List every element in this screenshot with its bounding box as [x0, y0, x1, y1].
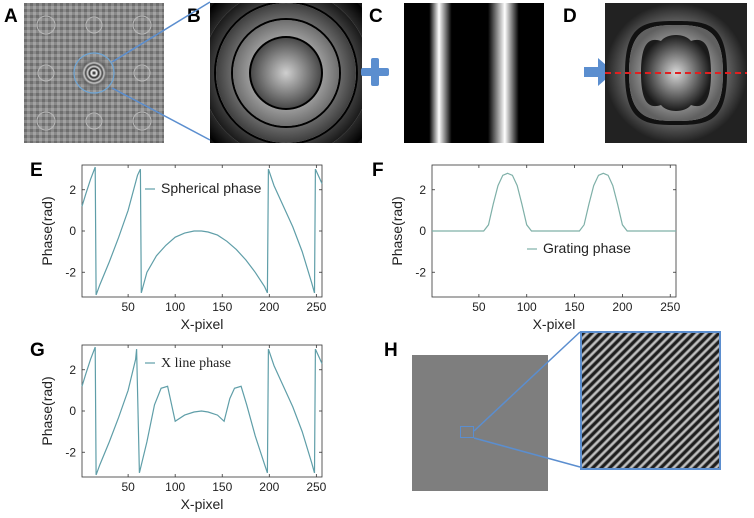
spherical-phase-image	[210, 3, 362, 143]
panel-label-c: C	[369, 6, 383, 27]
chart-g-x-axis-label: X-pixel	[181, 496, 224, 512]
hologram-graphic	[24, 3, 164, 143]
grating-image	[404, 3, 544, 143]
chart-e-x-tick-label: 200	[259, 300, 279, 314]
chart-e-x-tick-label: 50	[121, 300, 135, 314]
chart-g-legend-label: X line phase	[161, 356, 231, 371]
right-arrow-icon	[584, 58, 614, 86]
hologram-gray-image	[412, 355, 548, 491]
chart-e-y-tick-label: -2	[65, 265, 76, 279]
combined-phase-image	[605, 3, 747, 143]
chart-g-x-tick-label: 100	[165, 480, 185, 494]
chart-f-x-tick-label: 250	[660, 300, 680, 314]
chart-g-series-line	[81, 346, 323, 476]
chart-g-y-tick-label: 0	[69, 404, 76, 418]
panel-label-g: G	[30, 340, 45, 361]
chart-f-y-tick-label: 2	[419, 183, 426, 197]
chart-g-x-tick-label: 150	[212, 480, 232, 494]
chart-g-y-axis-label: Phase(rad)	[39, 376, 55, 445]
panel-label-f: F	[372, 160, 384, 181]
chart-g-y-tick-label: -2	[65, 445, 76, 459]
zoom-callout-lines	[111, 1, 211, 141]
chart-f-y-tick-label: -2	[415, 265, 426, 279]
chart-f-y-axis-label: Phase(rad)	[389, 196, 405, 265]
chart-f-x-axis-label: X-pixel	[533, 316, 576, 332]
panel-label-h: H	[384, 340, 398, 361]
zoom-region-marker	[460, 426, 474, 438]
combined-phase-graphic	[605, 3, 747, 143]
spherical-phase-chart: 50 100 150 200 250 -2 0 2X-pixel Phase(rad) Spher…	[39, 164, 327, 332]
chart-e-y-axis-label: Phase(rad)	[39, 196, 55, 265]
chart-g-x-tick-label: 200	[259, 480, 279, 494]
spherical-phase-graphic	[210, 3, 362, 143]
chart-g-x-tick-label: 250	[306, 480, 326, 494]
hologram-image	[24, 3, 164, 143]
grating-phase-chart: 50 100 150 200 250 -2 0 2X-pixel Phase(rad) Grati…	[389, 164, 681, 332]
zoom-callout-lines-h	[473, 331, 581, 468]
chart-f-y-tick-label: 0	[419, 224, 426, 238]
chart-e-legend-label: Spherical phase	[161, 180, 262, 196]
chart-f-x-tick-label: 200	[612, 300, 632, 314]
zoomed-fringe-image	[580, 331, 721, 470]
chart-f-x-tick-label: 100	[517, 300, 537, 314]
panel-label-b: B	[187, 6, 201, 27]
chart-g-x-tick-label: 50	[121, 480, 135, 494]
chart-f-legend-label: Grating phase	[543, 240, 631, 256]
chart-e-x-tick-label: 150	[212, 300, 232, 314]
chart-f-series-line	[432, 172, 676, 232]
chart-e-x-tick-label: 250	[306, 300, 326, 314]
chart-e-series-line	[81, 166, 323, 296]
panel-label-d: D	[563, 6, 577, 27]
chart-g-y-tick-label: 2	[69, 363, 76, 377]
chart-e-y-tick-label: 2	[69, 183, 76, 197]
chart-e-x-axis-label: X-pixel	[181, 316, 224, 332]
plus-icon	[361, 58, 389, 86]
chart-e-x-tick-label: 100	[165, 300, 185, 314]
x-line-phase-chart: 50 100 150 200 250 -2 0 2X-pixel Phase(rad) X lin…	[39, 344, 327, 512]
chart-e-y-tick-label: 0	[69, 224, 76, 238]
panel-label-a: A	[4, 6, 18, 27]
chart-f-x-tick-label: 50	[472, 300, 486, 314]
panel-label-e: E	[30, 160, 43, 181]
chart-f-x-tick-label: 150	[565, 300, 585, 314]
